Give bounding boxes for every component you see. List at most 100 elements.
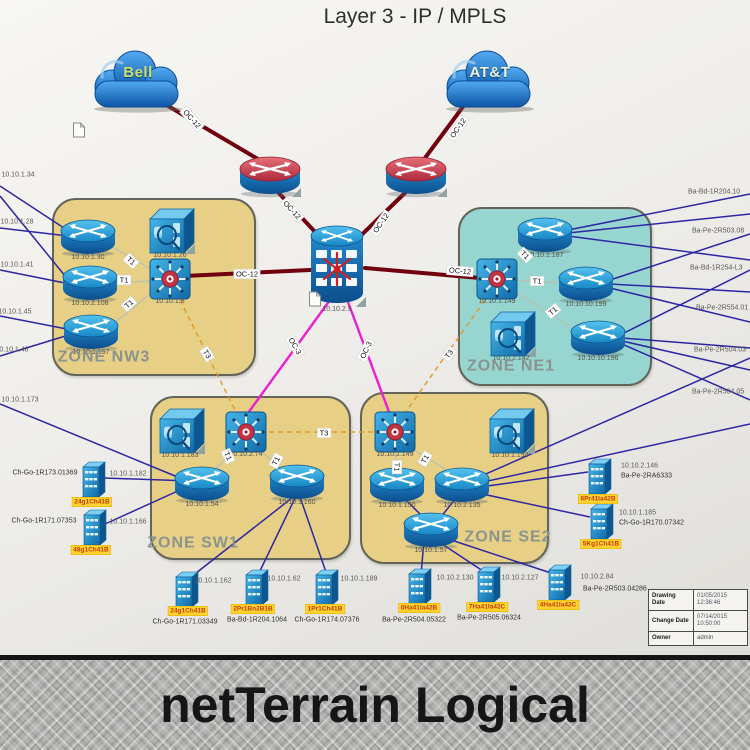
- ip-label: 10.10.2.127: [501, 574, 539, 582]
- mpls-core-10.10.2.5[interactable]: 10.10.2.5: [307, 223, 367, 313]
- router-10.10.2.108[interactable]: 10.10.2.108: [61, 263, 119, 307]
- router-10.10.10.199[interactable]: 10.10.10.199: [557, 264, 615, 308]
- link-lan[interactable]: [441, 536, 552, 574]
- link-t1[interactable]: [509, 287, 579, 333]
- router-icon: [269, 464, 325, 502]
- analyzer-cube-10.10.2.142[interactable]: 10.10.2.142: [485, 308, 537, 362]
- link-lan[interactable]: [621, 337, 750, 349]
- star-switch-10.10.1.149[interactable]: 10.10.1.149: [373, 410, 417, 458]
- link-lan[interactable]: [472, 491, 591, 518]
- title-block-value: 01/05/2015 12:36:46: [693, 589, 748, 611]
- link-oc12[interactable]: [423, 102, 467, 160]
- link-lan[interactable]: [257, 493, 298, 576]
- link-lan[interactable]: [0, 269, 71, 285]
- ip-label: Ba-Bd-1R204.10: [688, 188, 741, 196]
- router-10.10.1.54[interactable]: 10.10.1.54: [173, 464, 231, 508]
- star-switch-10.10.1.8[interactable]: 10.10.1.8: [148, 257, 192, 305]
- link-lan[interactable]: [471, 357, 750, 481]
- analyzer-cube-10.10.1.26[interactable]: 10.10.1.26: [144, 205, 196, 259]
- access-switch-icon: [315, 569, 339, 606]
- device-ip-label: 10.10.1.149: [376, 451, 414, 458]
- port-label: 0Ha41Ia42B: [398, 603, 440, 613]
- link-t3[interactable]: [399, 292, 491, 421]
- star-switch-10.10.1.149[interactable]: 10.10.1.149: [475, 257, 519, 305]
- analyzer-cube-10.10.1.183[interactable]: 10.10.1.183: [154, 405, 206, 459]
- access-switch-Ba-Bd-1R204.1064[interactable]: [243, 569, 269, 607]
- link-t3[interactable]: [175, 291, 241, 421]
- access-switch-Ch-Go-1R173.01369[interactable]: [80, 461, 106, 499]
- link-lan[interactable]: [609, 233, 750, 281]
- edge-router[interactable]: [384, 154, 448, 198]
- page-title: Layer 3 - IP / MPLS: [323, 5, 507, 28]
- access-switch-icon: [245, 569, 269, 606]
- link-oc12[interactable]: [363, 266, 482, 280]
- analyzer-cube-icon: [149, 208, 195, 254]
- link-lan[interactable]: [567, 235, 750, 261]
- link-lan[interactable]: [298, 493, 328, 576]
- document[interactable]: [73, 122, 86, 138]
- link-lan[interactable]: [609, 283, 750, 293]
- device-name: Ba-Pe-2R505.06324: [457, 614, 521, 622]
- ip-label: 10.10.1.189: [340, 575, 378, 583]
- document[interactable]: [309, 291, 322, 307]
- router-10.10.1.187[interactable]: 10.10.1.187: [516, 215, 574, 259]
- link-lan[interactable]: [621, 269, 750, 335]
- link-oc12[interactable]: [161, 101, 265, 164]
- router-10.10.10.196[interactable]: 10.10.10.196: [569, 318, 627, 362]
- access-switch-Ba-Pe-2R505.06324[interactable]: [475, 566, 501, 604]
- analyzer-cube-10.10.1.194[interactable]: 10.10.1.194: [484, 405, 536, 459]
- device-ip-label: 10.10.10.199: [565, 301, 607, 308]
- cloud-bell[interactable]: Bell: [82, 47, 194, 113]
- access-switch-icon: [477, 566, 501, 603]
- link-lan[interactable]: [0, 227, 69, 237]
- mpls-core-icon: [310, 225, 366, 307]
- link-lan[interactable]: [621, 343, 750, 401]
- link-lan[interactable]: [0, 403, 181, 479]
- link-lan[interactable]: [0, 315, 73, 331]
- router-10.10.1.160[interactable]: 10.10.1.160: [268, 462, 326, 506]
- router-10.10.1.150[interactable]: 10.10.1.150: [368, 465, 426, 509]
- router-10.10.1.30[interactable]: 10.10.1.30: [59, 217, 117, 261]
- zone-label-se2: ZONE SE2: [464, 528, 552, 546]
- link-lan[interactable]: [0, 185, 71, 233]
- analyzer-cube-icon: [159, 408, 205, 454]
- port-label: 48g1Ch41B: [71, 545, 111, 555]
- link-lan[interactable]: [473, 423, 750, 485]
- router-10.10.2.135[interactable]: 10.10.2.135: [433, 465, 491, 509]
- link-oc3[interactable]: [346, 301, 394, 421]
- router-10.10.1.57[interactable]: 10.10.1.57: [402, 510, 460, 554]
- link-oc3[interactable]: [242, 299, 331, 421]
- link-lan[interactable]: [472, 471, 589, 489]
- router-icon: [517, 217, 573, 255]
- access-switch-Ch-Go-1R174.07376[interactable]: [313, 569, 339, 607]
- star-switch-10.10.2.74[interactable]: 10.10.2.74: [224, 410, 268, 458]
- link-lan[interactable]: [190, 493, 298, 578]
- edge-router[interactable]: [238, 154, 302, 198]
- access-switch-Ba-Pe-2R503.04286[interactable]: [546, 564, 572, 602]
- router-10.10.1.157[interactable]: 10.10.1.157: [62, 312, 120, 356]
- ip-label: Ba-Bd-1R254-L3: [690, 264, 743, 272]
- link-lan[interactable]: [621, 340, 750, 371]
- link-lan[interactable]: [567, 213, 750, 234]
- ip-label: 10.10.1.166: [109, 518, 147, 526]
- port-label: 4Ha41Ia42C: [537, 600, 579, 610]
- access-switch-Ba-Pe-2R504.05322[interactable]: [406, 568, 432, 606]
- cloud-att[interactable]: AT&T: [434, 47, 546, 113]
- router-icon: [558, 266, 614, 304]
- link-lan[interactable]: [567, 193, 750, 231]
- link-lan[interactable]: [0, 333, 73, 357]
- router-icon: [434, 467, 490, 505]
- ip-label: 10.10.2.84: [580, 573, 614, 581]
- port-label: 2Pr1Bn2B1B: [231, 604, 275, 614]
- access-switch-Ba-Pe-2RA6333[interactable]: [586, 458, 612, 496]
- ip-label: 10.10.1.162: [194, 577, 232, 585]
- device-name: Ba-Bd-1R204.1064: [227, 616, 287, 624]
- access-switch-Ch-Go-1R171.03349[interactable]: [173, 571, 199, 609]
- access-switch-icon: [83, 509, 107, 546]
- link-lan[interactable]: [0, 195, 71, 283]
- access-switch-Ch-Go-1R171.07353[interactable]: [81, 509, 107, 547]
- circuit-label: T3: [317, 428, 331, 438]
- access-switch-icon: [82, 461, 106, 498]
- access-switch-Ch-Go-1R170.07342[interactable]: [588, 503, 614, 541]
